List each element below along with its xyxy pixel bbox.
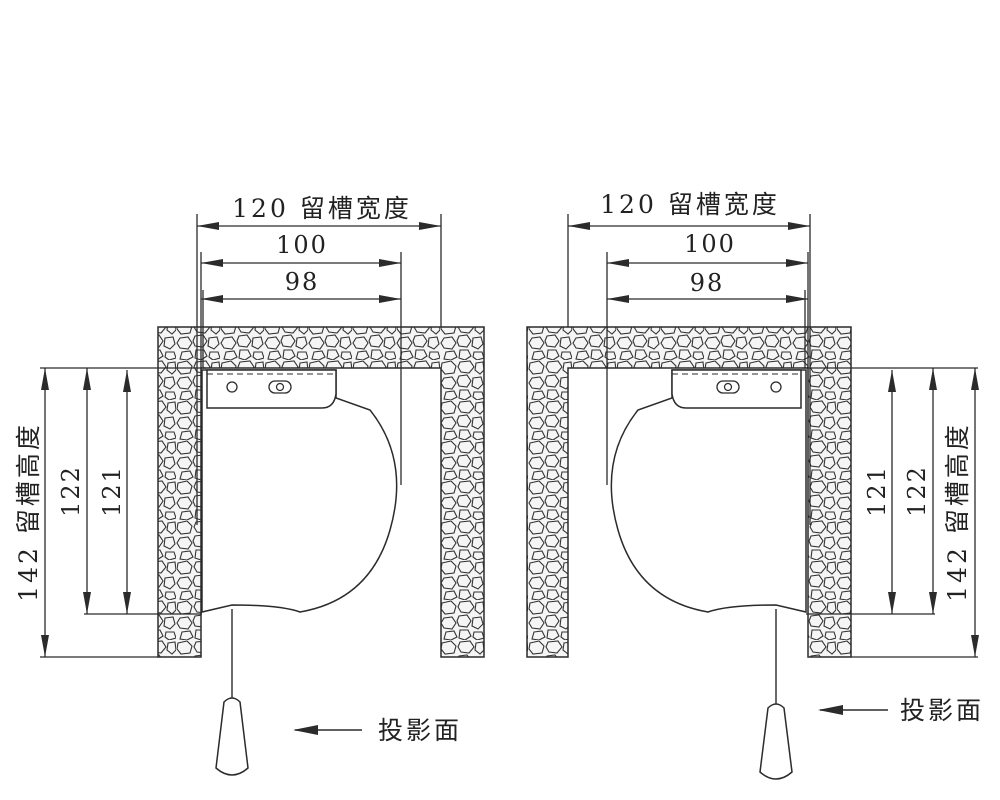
left-pull-handle	[215, 697, 249, 776]
left-projection-surface-label: 投影面	[378, 716, 462, 745]
right-projection-arrow	[818, 705, 843, 715]
right-height-121-label: 121	[863, 465, 891, 517]
left-height-122-label: 122	[57, 465, 85, 517]
left-projection-arrow	[293, 725, 318, 735]
right-slot-width-label: 120 留槽宽度	[600, 190, 780, 219]
left-screen-housing	[201, 369, 398, 613]
right-screen-housing	[610, 369, 807, 613]
left-recess-wall	[157, 326, 485, 658]
right-installation: 120 留槽宽度 100 98 142 留槽高度 122 121 投影面	[526, 190, 984, 780]
left-width-98-label: 98	[285, 268, 320, 296]
right-slot-height-label: 142 留槽高度	[943, 422, 972, 602]
right-height-122-label: 122	[903, 465, 931, 517]
right-width-100-label: 100	[684, 230, 736, 258]
left-installation: 120 留槽宽度 100 98 142 留槽高度 122 121 投影面	[14, 194, 485, 776]
right-projection-surface-label: 投影面	[900, 696, 984, 725]
right-width-98-label: 98	[690, 269, 725, 297]
left-slot-height-label: 142 留槽高度	[14, 422, 43, 602]
right-pull-handle	[759, 703, 793, 780]
left-height-121-label: 121	[98, 465, 126, 517]
left-slot-width-label: 120 留槽宽度	[232, 194, 412, 223]
left-width-100-label: 100	[276, 231, 328, 259]
left-mount-hole	[226, 381, 238, 393]
right-mount-hole	[770, 381, 782, 393]
